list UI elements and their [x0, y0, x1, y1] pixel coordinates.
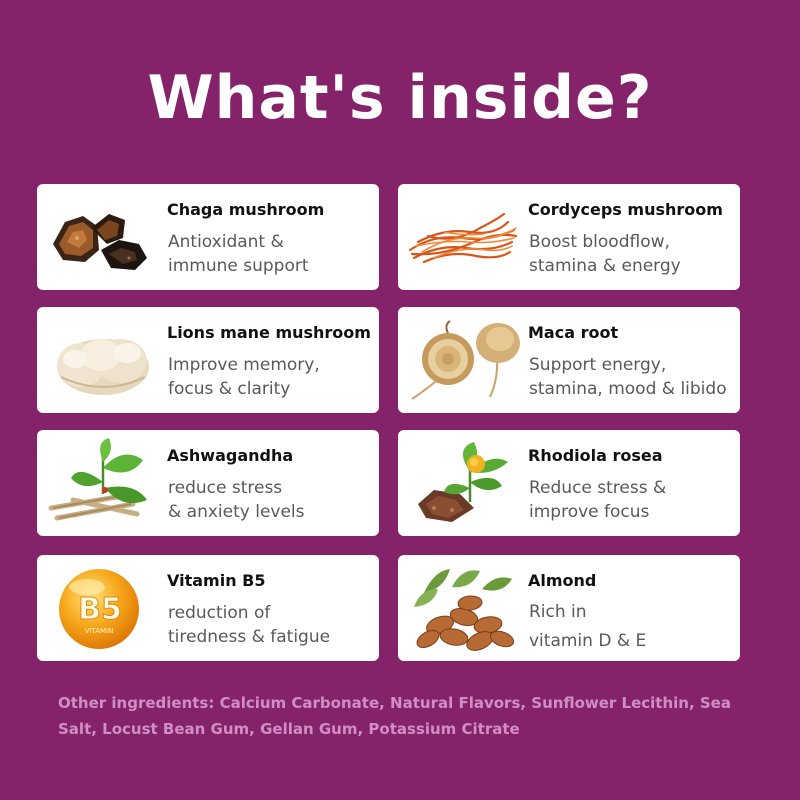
ingredient-description: Antioxidant & immune support	[168, 232, 309, 276]
other-ingredients-text: Other ingredients: Calcium Carbonate, Na…	[58, 694, 731, 738]
ingredient-description: reduce stress & anxiety levels	[168, 478, 305, 522]
ingredient-card-lions-mane: Lions mane mushroom Improve memory, focu…	[37, 307, 379, 413]
vitamin-b5-icon-label: B5	[78, 592, 122, 627]
rhodiola-rosea-icon	[404, 438, 522, 528]
ingredient-card-maca: Maca root Support energy, stamina, mood …	[398, 307, 740, 413]
ingredient-name: Cordyceps mushroom	[528, 200, 723, 219]
maca-root-icon	[404, 315, 522, 405]
ingredient-description: Boost bloodflow, stamina & energy	[529, 232, 681, 276]
ingredient-name: Maca root	[528, 323, 619, 342]
almond-icon	[404, 563, 522, 653]
ingredient-description: Support energy, stamina, mood & libido	[529, 355, 727, 399]
ingredient-card-rhodiola: Rhodiola rosea Reduce stress & improve f…	[398, 430, 740, 536]
ashwagandha-icon	[43, 438, 161, 528]
page-title: What's inside?	[147, 63, 653, 133]
lions-mane-mushroom-icon	[43, 315, 161, 405]
ingredient-name: Ashwagandha	[167, 446, 294, 465]
ingredient-description: reduction of tiredness & fatigue	[168, 603, 331, 647]
ingredient-card-almond: Almond Rich in vitamin D & E	[398, 555, 740, 661]
cordyceps-mushroom-icon	[404, 192, 522, 282]
vitamin-b5-icon-sublabel: VITAMIN	[85, 627, 114, 635]
ingredient-card-vitamin-b5: B5 VITAMIN Vitamin B5 reduction of tired…	[37, 555, 379, 661]
ingredient-name: Almond	[528, 571, 597, 590]
chaga-mushroom-icon	[43, 192, 161, 282]
ingredient-name: Lions mane mushroom	[167, 323, 371, 342]
ingredient-description: Rich in vitamin D & E	[529, 602, 647, 651]
ingredient-name: Chaga mushroom	[167, 200, 325, 219]
ingredient-card-ashwagandha: Ashwagandha reduce stress & anxiety leve…	[37, 430, 379, 536]
ingredient-description: Improve memory, focus & clarity	[168, 355, 320, 399]
ingredient-name: Vitamin B5	[167, 571, 266, 590]
ingredient-name: Rhodiola rosea	[528, 446, 663, 465]
ingredient-card-cordyceps: Cordyceps mushroom Boost bloodflow, stam…	[398, 184, 740, 290]
ingredient-card-chaga: Chaga mushroom Antioxidant & immune supp…	[37, 184, 379, 290]
vitamin-b5-icon: B5 VITAMIN	[43, 563, 161, 653]
ingredient-description: Reduce stress & improve focus	[529, 478, 667, 522]
